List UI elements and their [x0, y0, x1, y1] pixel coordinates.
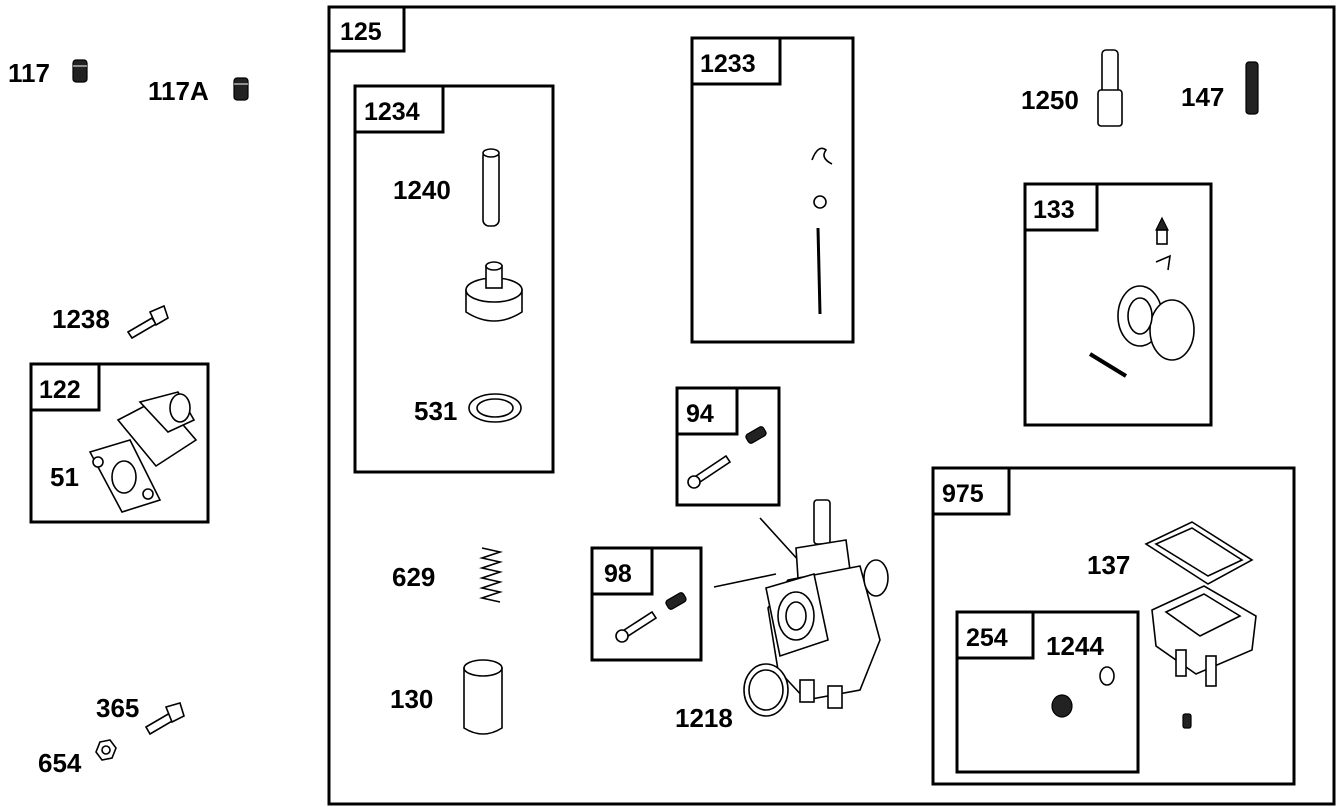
tube-1240-icon [482, 148, 500, 227]
label-117: 117 [8, 58, 50, 88]
intake-flange-icon [116, 391, 198, 468]
float-valve-icon [1155, 216, 1169, 245]
label-254: 254 [966, 624, 1008, 652]
e-ring-icon [813, 195, 827, 209]
float-pin-icon [1088, 352, 1128, 378]
screw-94-icon [687, 454, 732, 489]
spring-98-icon [665, 592, 687, 610]
label-51: 51 [50, 462, 79, 492]
spring-629-icon [479, 547, 503, 603]
kit-94-tag [675, 386, 739, 436]
leader-98 [713, 573, 777, 588]
float-icon [1117, 285, 1195, 361]
float-bowl-icon [1151, 585, 1257, 687]
label-130: 130 [390, 684, 433, 714]
label-137: 137 [1087, 550, 1130, 580]
label-1234: 1234 [364, 98, 420, 126]
gasket-51-icon [88, 439, 162, 513]
assembly-125-tag [327, 5, 406, 53]
o-ring-1218-icon [743, 663, 789, 717]
kit-133-tag [1023, 182, 1099, 232]
drain-screw-icon [1182, 713, 1192, 729]
label-1240: 1240 [393, 175, 451, 205]
label-122: 122 [39, 376, 81, 404]
kit-1234-tag [353, 84, 445, 134]
label-1218: 1218 [675, 703, 733, 733]
label-117a: 117A [148, 76, 209, 106]
label-654: 654 [38, 748, 82, 778]
label-1250: 1250 [1021, 85, 1079, 115]
carburetor-body-icon [765, 499, 889, 709]
jet-117a-icon [233, 77, 249, 101]
float-clip-icon [1155, 254, 1171, 271]
leader-94 [759, 517, 801, 563]
plug-icon [1051, 694, 1073, 718]
screw-98-icon [615, 610, 658, 643]
bolt-365-icon [144, 702, 185, 736]
kit-1233-box [690, 36, 855, 344]
label-1233: 1233 [700, 50, 756, 78]
label-531: 531 [414, 396, 457, 426]
kit-254-tag [955, 610, 1035, 660]
label-1244: 1244 [1046, 631, 1104, 661]
part-1250-icon [1097, 49, 1123, 127]
spring-94-icon [745, 426, 767, 444]
kit-975-tag [931, 466, 1011, 516]
jet-147-icon [1245, 61, 1259, 115]
label-1238: 1238 [52, 304, 110, 334]
label-365: 365 [96, 693, 139, 723]
label-98: 98 [604, 560, 632, 588]
kit-1233-tag [690, 36, 782, 86]
washer-1244-icon [1099, 666, 1115, 686]
label-133: 133 [1033, 196, 1075, 224]
seal-531-icon [468, 393, 522, 423]
nut-654-icon [95, 739, 117, 761]
clip-icon [811, 147, 833, 165]
kit-98-tag [590, 546, 654, 596]
screw-1238-icon [126, 304, 169, 340]
slide-130-icon [463, 659, 503, 735]
cap-icon [465, 261, 523, 322]
label-94: 94 [686, 400, 714, 428]
label-975: 975 [942, 480, 984, 508]
label-629: 629 [392, 562, 435, 592]
label-125: 125 [340, 18, 382, 46]
jet-117-icon [72, 59, 88, 83]
label-147: 147 [1181, 82, 1224, 112]
kit-122-tag [29, 362, 101, 412]
needle-icon [816, 227, 822, 315]
gasket-137-icon [1144, 521, 1254, 585]
